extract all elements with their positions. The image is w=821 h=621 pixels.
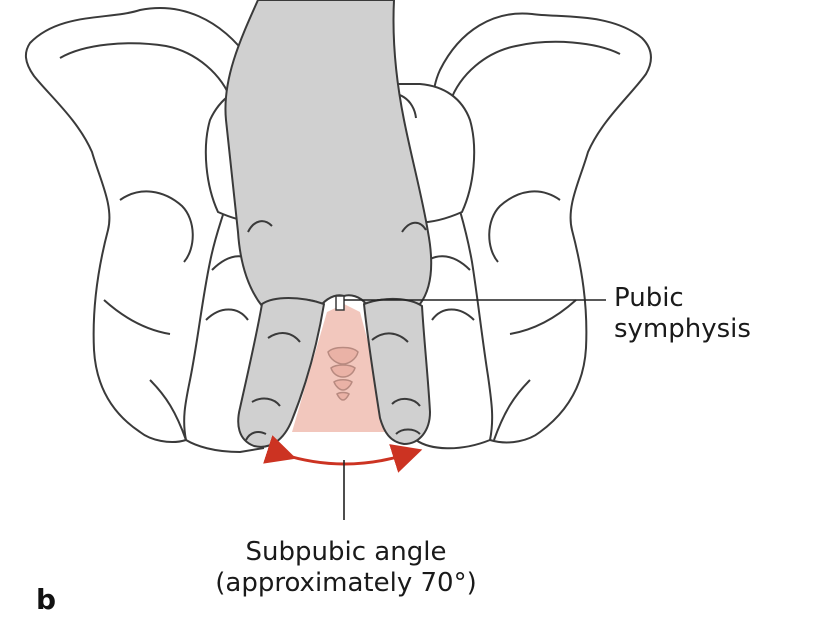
pubic-symphysis-label-line-1: Pubic <box>614 283 751 314</box>
subpubic-angle-label: Subpubic angle (approximately 70°) <box>196 537 496 599</box>
subpubic-angle-label-line-1: Subpubic angle <box>196 537 496 568</box>
left-ilium <box>26 8 257 442</box>
panel-letter: b <box>36 583 56 616</box>
right-ilium <box>433 13 651 442</box>
subpubic-angle-arc <box>282 454 408 464</box>
pubic-symphysis-label: Pubic symphysis <box>614 283 751 345</box>
pubic-symphysis-label-line-2: symphysis <box>614 314 751 345</box>
subpubic-angle-label-line-2: (approximately 70°) <box>196 568 496 599</box>
pubic-symphysis-marker <box>336 296 344 310</box>
